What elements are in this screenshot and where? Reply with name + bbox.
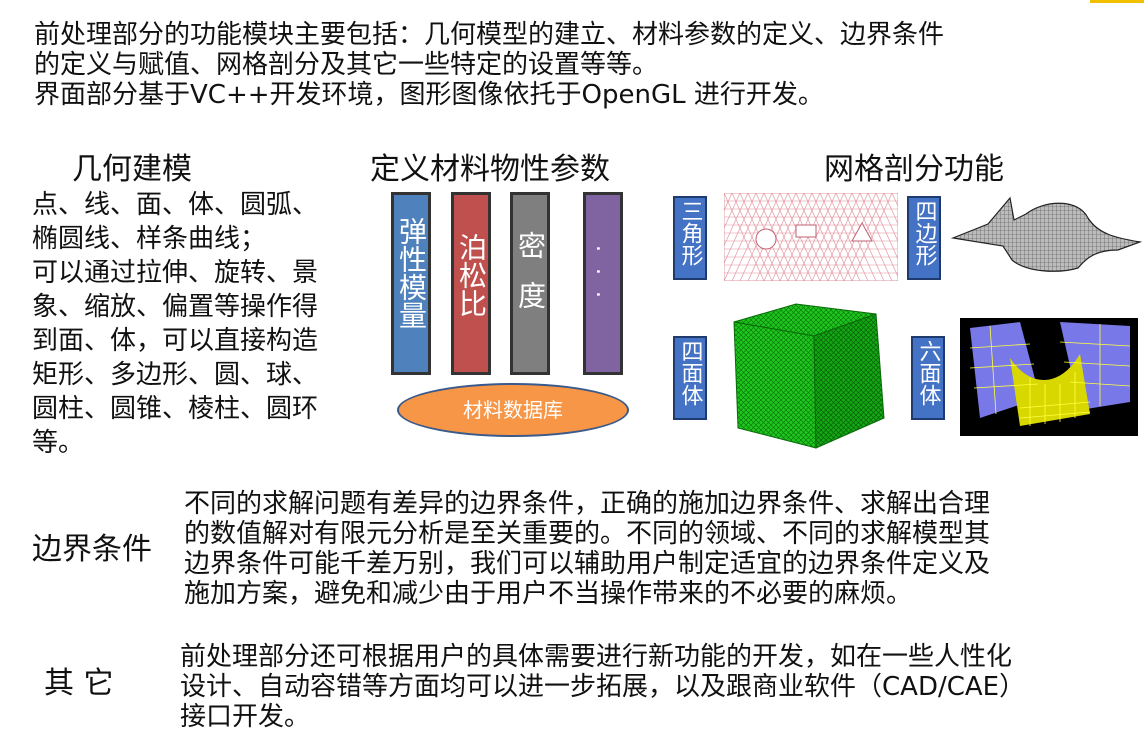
boundary-label: 边界条件 xyxy=(32,532,152,567)
triangle-mesh-image xyxy=(724,193,898,281)
tetra-mesh-image xyxy=(733,303,885,449)
quad-mesh-image xyxy=(950,196,1142,272)
hexa-mesh-image xyxy=(960,318,1138,436)
material-box-density: 密度 xyxy=(510,192,550,375)
material-box-poisson-ratio: 泊松比 xyxy=(451,192,491,375)
mesh-label-text: 四边形 xyxy=(911,200,937,266)
mesh-label-hexa: 六面体 xyxy=(911,336,945,420)
intro-paragraph: 前处理部分的功能模块主要包括：几何模型的建立、材料参数的定义、边界条件 的定义与… xyxy=(34,20,944,110)
top-accent-line xyxy=(1090,0,1144,3)
geometry-line: 可以通过拉伸、旋转、景 xyxy=(32,258,319,288)
material-box-label: ... xyxy=(591,245,616,314)
material-box-more: ... xyxy=(583,192,623,375)
mesh-label-triangle: 三角形 xyxy=(673,196,707,280)
intro-line: 的定义与赋值、网格剖分及其它一些特定的设置等等。 xyxy=(34,50,659,80)
intro-line: 界面部分基于VC++开发环境，图形图像依托于OpenGL 进行开发。 xyxy=(34,80,824,110)
geometry-line: 等。 xyxy=(32,428,85,458)
material-box-elastic-modulus: 弹性模量 xyxy=(391,192,431,375)
mesh-label-quad: 四边形 xyxy=(907,196,941,280)
material-title: 定义材料物性参数 xyxy=(370,152,610,187)
material-database-ellipse: 材料数据库 xyxy=(397,383,629,437)
geometry-title: 几何建模 xyxy=(72,152,192,187)
boundary-line: 施加方案，避免和减少由于用户不当操作带来的不必要的麻烦。 xyxy=(184,579,913,609)
other-label: 其 它 xyxy=(44,666,114,701)
boundary-line: 边界条件可能千差万别，我们可以辅助用户制定适宜的边界条件定义及 xyxy=(184,549,991,579)
mesh-label-text: 六面体 xyxy=(915,340,941,406)
other-line: 前处理部分还可根据用户的具体需要进行新功能的开发，如在一些人性化 xyxy=(180,642,1013,672)
mesh-label-text: 三角形 xyxy=(677,200,703,266)
geometry-line: 矩形、多边形、圆、球、 xyxy=(32,360,319,390)
geometry-line: 圆柱、圆锥、棱柱、圆环 xyxy=(32,394,319,424)
geometry-line: 象、缩放、偏置等操作得 xyxy=(32,292,319,322)
mesh-label-text: 四面体 xyxy=(677,340,703,406)
material-box-label: 弹性模量 xyxy=(395,217,428,329)
intro-line: 前处理部分的功能模块主要包括：几何模型的建立、材料参数的定义、边界条件 xyxy=(34,20,945,50)
boundary-paragraph: 不同的求解问题有差异的边界条件，正确的施加边界条件、求解出合理 的数值解对有限元… xyxy=(184,489,990,609)
geometry-line: 椭圆线、样条曲线； xyxy=(32,224,267,254)
boundary-line: 不同的求解问题有差异的边界条件，正确的施加边界条件、求解出合理 xyxy=(184,489,991,519)
geometry-line: 到面、体，可以直接构造 xyxy=(32,326,319,356)
other-paragraph: 前处理部分还可根据用户的具体需要进行新功能的开发，如在一些人性化 设计、自动容错… xyxy=(180,642,1025,732)
material-box-label: 密度 xyxy=(514,231,547,331)
material-box-label: 泊松比 xyxy=(455,233,488,317)
boundary-line: 的数值解对有限元分析是至关重要的。不同的领域、不同的求解模型其 xyxy=(184,519,991,549)
other-line: 接口开发。 xyxy=(180,702,311,732)
geometry-description: 点、线、面、体、圆弧、 椭圆线、样条曲线； 可以通过拉伸、旋转、景 象、缩放、偏… xyxy=(32,188,362,460)
mesh-title: 网格剖分功能 xyxy=(824,152,1004,187)
mesh-label-tetra: 四面体 xyxy=(673,336,707,420)
geometry-line: 点、线、面、体、圆弧、 xyxy=(32,190,319,220)
other-line: 设计、自动容错等方面均可以进一步拓展，以及跟商业软件（CAD/CAE） xyxy=(180,672,1026,702)
material-database-label: 材料数据库 xyxy=(463,398,563,422)
